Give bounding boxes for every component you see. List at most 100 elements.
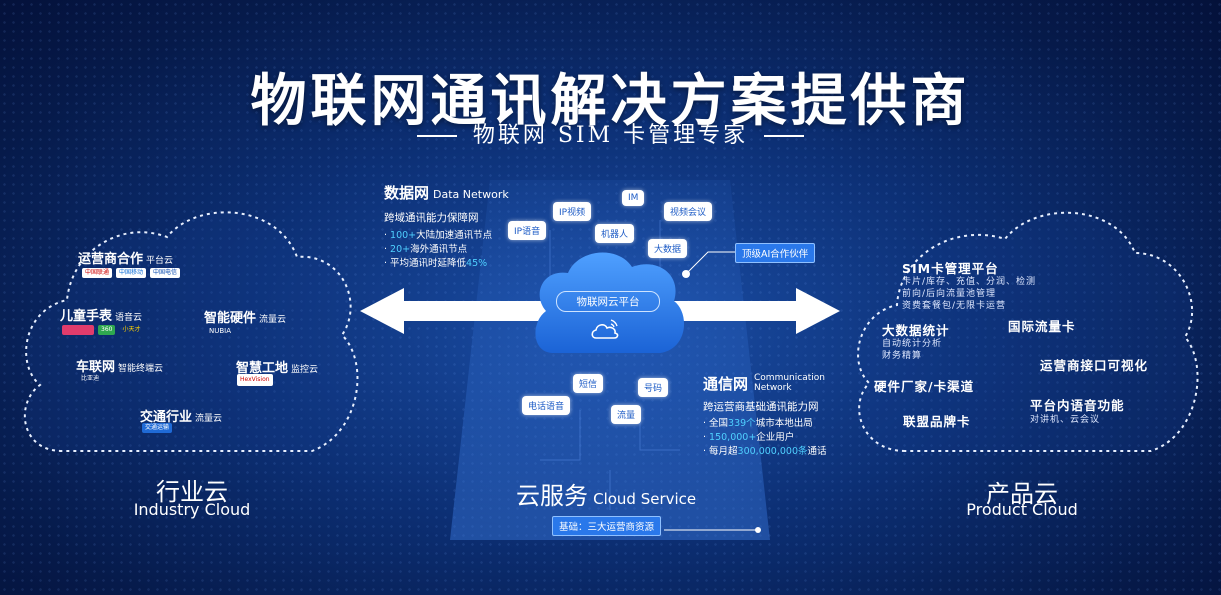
logo-360: 360 [98, 325, 116, 335]
tag-ip-video: IP视频 [553, 202, 592, 221]
product-cloud-label-en: Product Cloud [966, 500, 1078, 519]
product-hardware-channel: 硬件厂家/卡渠道 [874, 379, 975, 394]
product-brand-card: 联盟品牌卡 [903, 414, 971, 429]
comm-bullet-3-pre: · 每月超 [703, 446, 738, 457]
unicom-logo: 中国联通 [82, 268, 113, 278]
data-bullet-2-post: 海外通讯节点 [410, 244, 468, 255]
comm-bullet-3-hl: 300,000,000条 [737, 446, 808, 457]
product-cloud-shape [857, 211, 1199, 452]
data-bullet-2-pre: · [384, 244, 391, 255]
watch-logos: 360 小天才 [62, 325, 143, 335]
product-visual: 运营商接口可视化 [1040, 358, 1149, 373]
industry-item-watch-name: 儿童手表 [60, 309, 113, 324]
tag-robot: 机器人 [595, 224, 635, 243]
industry-item-site-suffix: 监控云 [291, 365, 319, 375]
product-bigdata-lines: 自动统计分析 财务精算 [882, 338, 942, 362]
traffic-logo: 交通运输 [142, 423, 173, 433]
comm-bullet-2: · 150,000+企业用户 [703, 431, 834, 445]
product-sim-line-2: 前向/后向流量池管理 [902, 289, 997, 299]
product-cloud-label: 产品云 [986, 480, 1058, 508]
data-network-desc: 跨域通讯能力保障网 [384, 212, 479, 224]
cloud-wifi-icon [591, 319, 619, 339]
carrier-logos: 中国联通 中国移动 中国电信 [82, 268, 181, 278]
subtitle-left-line [416, 135, 457, 137]
comm-network-bullets: · 全国339个城市本地出局 · 150,000+企业用户 · 每月超300,0… [703, 417, 834, 459]
central-cloud-label: 物联网云平台 [556, 291, 660, 312]
industry-item-traffic-suffix: 流量云 [195, 414, 223, 424]
data-bullet-2: · 20+海外通讯节点 [384, 243, 509, 257]
industry-item-iov-suffix: 智能终端云 [118, 364, 164, 374]
industry-item-carrier-suffix: 平台云 [146, 256, 174, 266]
industry-item-hardware: 智能硬件流量云 [204, 307, 286, 326]
tag-bigdata: 大数据 [648, 239, 688, 258]
comm-bullet-1: · 全国339个城市本地出局 [703, 417, 834, 431]
data-network-title-en: Data Network [433, 188, 509, 201]
cloud-service-label: 云服务 Cloud Service [516, 476, 696, 511]
page-subtitle: 物联网 SIM 卡管理专家 [0, 117, 1221, 149]
tag-number: 号码 [638, 378, 669, 397]
product-bigdata-line-2: 财务精算 [882, 351, 923, 361]
central-cloud-shape [535, 252, 685, 353]
industry-item-iov-name: 车联网 [76, 360, 116, 375]
industry-item-watch: 儿童手表语音云 [60, 305, 142, 324]
mobile-logo: 中国移动 [116, 268, 147, 278]
watch-brand-logo [62, 325, 94, 335]
industry-item-hardware-suffix: 流量云 [259, 315, 287, 325]
product-sim-title: SIM卡管理平台 [902, 261, 999, 276]
industry-cloud-label-en: Industry Cloud [133, 500, 251, 519]
tag-video-conf: 视频会议 [664, 202, 713, 221]
comm-bullet-2-post: 企业用户 [756, 432, 795, 443]
comm-network-title-en: Communication Network [754, 373, 825, 393]
industry-item-traffic-name: 交通行业 [140, 410, 193, 425]
traffic-logos: 交通运输 [142, 423, 173, 433]
product-voice-sub: 对讲机、云会议 [1030, 415, 1101, 425]
industry-item-watch-suffix: 语音云 [115, 313, 143, 323]
subtitle-text: 物联网 SIM 卡管理专家 [472, 123, 749, 148]
industry-item-carrier-name: 运营商合作 [78, 252, 144, 267]
ai-partner-badge: 顶级AI合作伙伴 [735, 243, 816, 263]
data-bullet-2-hl: 20+ [390, 244, 411, 255]
data-network-title-cn: 数据网 [384, 184, 430, 202]
product-intl-card: 国际流量卡 [1008, 319, 1076, 334]
byd-logo: 比亚迪 [81, 375, 100, 382]
industry-cloud-label: 行业云 [156, 478, 228, 506]
data-network-bullets: · 100+大陆加速通讯节点 · 20+海外通讯节点 · 平均通讯时延降低45% [384, 229, 509, 271]
industry-item-site-name: 智慧工地 [236, 361, 289, 376]
hardware-logos: NUBIA [206, 326, 234, 336]
telecom-logo: 中国电信 [150, 268, 181, 278]
cloud-service-label-cn: 云服务 [516, 482, 588, 510]
industry-item-iov: 车联网智能终端云 [76, 356, 163, 375]
base-badge-connector [664, 527, 761, 533]
product-sim-line-3: 资费套餐包/无限卡运营 [902, 301, 1007, 311]
industry-item-traffic: 交通行业流量云 [140, 406, 222, 425]
tag-im: IM [622, 190, 645, 206]
logo-xtc: 小天才 [122, 326, 141, 333]
industry-item-hardware-name: 智能硬件 [204, 311, 257, 326]
subtitle-right-line [764, 135, 805, 137]
cloud-service-label-en: Cloud Service [593, 490, 697, 508]
page-title: 物联网通讯解决方案提供商 [250, 68, 971, 134]
product-sim-line-1: 卡片/库存、充值、分润、检测 [902, 277, 1037, 287]
hexvision-logo: HexVision [237, 374, 273, 386]
data-bullet-3-hl: 45% [466, 258, 488, 269]
cloud-service-base-badge: 基础：三大运营商资源 [552, 516, 662, 536]
comm-bullet-1-post: 城市本地出局 [755, 418, 813, 429]
data-bullet-1-post: 大陆加速通讯节点 [416, 230, 493, 241]
comm-bullet-2-pre: · [703, 432, 710, 443]
comm-bullet-1-hl: 339个 [728, 418, 756, 429]
comm-network-title: 通信网 Communication Network [703, 373, 834, 394]
data-bullet-1: · 100+大陆加速通讯节点 [384, 229, 509, 243]
product-bigdata-line-1: 自动统计分析 [882, 339, 943, 349]
comm-network-title-cn: 通信网 [703, 375, 749, 393]
nubia-logo: NUBIA [209, 327, 232, 335]
industry-item-site: 智慧工地监控云 [236, 357, 318, 376]
comm-network-block: 通信网 Communication Network 跨运营商基础通讯能力网 · … [703, 373, 834, 459]
data-bullet-1-hl: 100+ [390, 230, 417, 241]
industry-item-carrier: 运营商合作平台云 [78, 248, 173, 267]
ai-partner-connector [682, 251, 736, 278]
tag-traffic: 流量 [611, 405, 642, 424]
tag-sms: 短信 [573, 374, 604, 393]
site-logos: HexVision [237, 374, 273, 386]
comm-bullet-3-post: 通话 [807, 446, 827, 457]
